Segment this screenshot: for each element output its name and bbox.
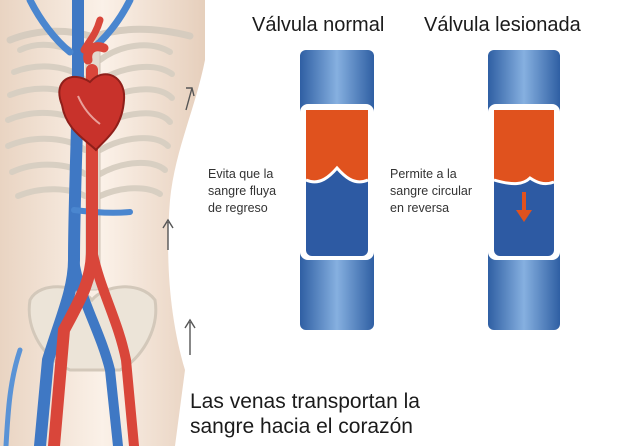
flow-arrows — [162, 87, 196, 355]
normal-valve-title: Válvula normal — [252, 14, 385, 36]
vein-damaged — [488, 50, 560, 330]
normal-valve-note: Evita que la sangre fluya de regreso — [208, 167, 277, 215]
blood-damaged — [494, 110, 554, 184]
torso-figure — [0, 0, 205, 446]
artery-network — [48, 16, 139, 446]
damaged-valve-note: Permite a la sangre circular en reversa — [390, 167, 472, 215]
reverse-flow-arrow-icon — [516, 192, 532, 222]
damaged-valve-title: Válvula lesionada — [424, 14, 581, 36]
main-caption: Las venas transportan la sangre hacia el… — [190, 390, 420, 438]
vein-normal — [300, 50, 374, 330]
heart — [58, 42, 126, 152]
blood-normal — [306, 110, 368, 182]
